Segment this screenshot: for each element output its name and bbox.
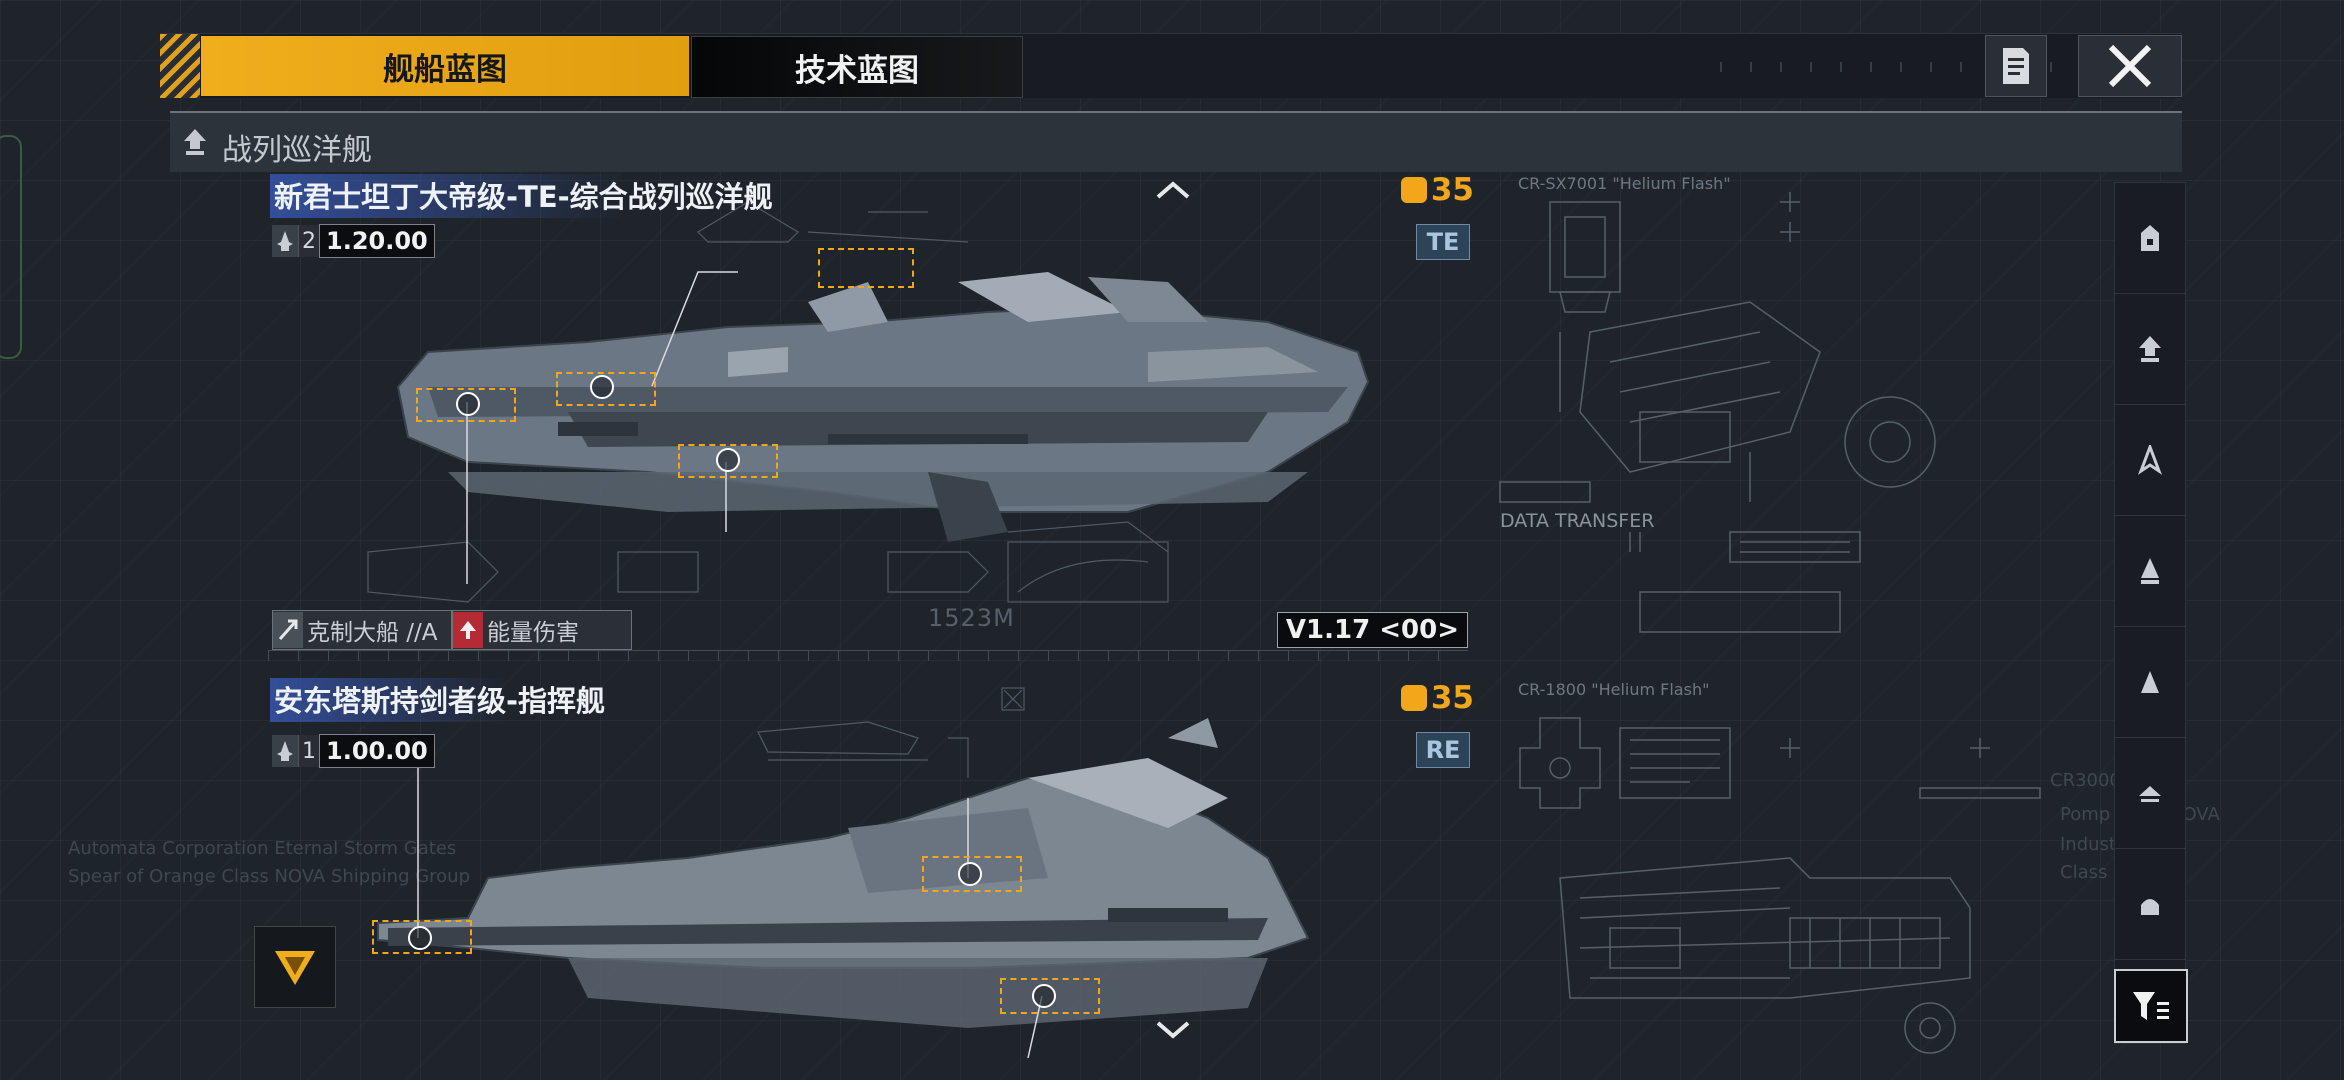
sidebar-item-battlecruiser[interactable] <box>2115 294 2185 405</box>
faint-text-3: CR3000 <box>2050 770 2121 791</box>
left-edge-panel <box>0 135 22 359</box>
faint-text-1: Automata Corporation Eternal Storm Gates <box>68 838 457 859</box>
ship-1-weapon-slot-left[interactable] <box>416 388 516 422</box>
ship-2-weapon-slot-left[interactable] <box>372 920 472 954</box>
sidebar-item-frigate[interactable] <box>2115 627 2185 738</box>
tab-tech-blueprint[interactable]: 技术蓝图 <box>691 36 1023 98</box>
ship-1-weapon-slot-low[interactable] <box>678 444 778 478</box>
notes-button[interactable] <box>1985 35 2047 97</box>
ship-1-version: 1.20.00 <box>319 224 435 258</box>
ship-1-length: 1523M <box>928 604 1015 632</box>
hazard-stripe <box>160 34 200 98</box>
document-icon <box>2003 48 2029 84</box>
cruiser-class-icon <box>2137 445 2163 475</box>
ship-class-sidebar <box>2114 182 2186 1044</box>
fleet-shortcut-button[interactable] <box>254 926 336 1008</box>
ship-1-weapon-slot-top[interactable] <box>818 248 914 288</box>
filter-button[interactable] <box>2114 969 2188 1043</box>
destroyer-class-icon <box>2141 558 2159 584</box>
ship-1-blueprint-version: V1.17 <00> <box>1276 612 1468 648</box>
battlecruiser-class-icon <box>184 129 206 155</box>
decor-ticks <box>1720 62 2120 72</box>
sidebar-item-destroyer[interactable] <box>2115 516 2185 627</box>
sidebar-item-cruiser[interactable] <box>2115 405 2185 516</box>
close-button[interactable] <box>2078 35 2182 97</box>
command-point-icon <box>1400 177 1427 203</box>
ship-1-hotspot-2[interactable] <box>590 375 614 399</box>
chevron-down-icon[interactable] <box>1155 1020 1191 1040</box>
tab-ship-blueprint[interactable]: 舰船蓝图 <box>201 36 689 96</box>
ship-1-hotspot-1[interactable] <box>456 392 480 416</box>
ship-2-cost-value: 35 <box>1430 680 1474 716</box>
blueprint-schematic-2 <box>1519 717 2041 1054</box>
trait-2-label: 能量伤害 <box>487 620 579 646</box>
ship-2-blueprint-sketch <box>377 687 1310 1059</box>
battlecruiser-class-icon <box>2139 336 2161 362</box>
energy-damage-icon <box>453 612 483 648</box>
ship-count-icon <box>272 225 298 257</box>
sidebar-item-aircraft[interactable] <box>2115 849 2185 960</box>
ship-1-cost: 35 <box>1400 172 1474 208</box>
blueprint-schematic-1 <box>1499 192 1936 633</box>
command-point-icon <box>1400 685 1427 711</box>
ship-2-count: 1 <box>298 735 319 767</box>
ship-card-1[interactable]: 新君士坦丁大帝级-TE-综合战列巡洋舰 2 1.20.00 35 TE 克制大船… <box>268 172 1474 662</box>
trait-energy-damage: 能量伤害 <box>452 610 632 650</box>
ship-1-cost-value: 35 <box>1430 172 1474 208</box>
blueprint-panel-2: CR-1800 "Helium Flash" <box>1490 678 2050 1080</box>
ship-1-badge: 2 1.20.00 <box>272 224 435 258</box>
ship-1-name: 新君士坦丁大帝级-TE-综合战列巡洋舰 <box>270 174 779 218</box>
trait-1-label: 克制大船 //A <box>307 620 438 646</box>
category-bar: 战列巡洋舰 <box>170 111 2182 172</box>
ship-1-count: 2 <box>298 225 319 257</box>
aircraft-class-icon <box>2141 899 2159 915</box>
frigate-class-icon <box>2141 671 2159 693</box>
ship-1-weapon-slot-mid[interactable] <box>556 372 656 406</box>
ship-2-hotspot-1[interactable] <box>408 926 432 950</box>
ship-2-cost: 35 <box>1400 680 1474 716</box>
ship-2-weapon-slot-top[interactable] <box>922 856 1022 892</box>
blueprint-label-2: CR-1800 "Helium Flash" <box>1518 680 1710 699</box>
trait-anti-capital: 克制大船 //A <box>272 610 452 650</box>
ship-2-name: 安东塔斯持剑者级-指挥舰 <box>270 678 612 722</box>
ship-2-type-tag: RE <box>1416 732 1470 768</box>
carrier-class-icon <box>2141 225 2159 251</box>
sidebar-item-carrier[interactable] <box>2115 183 2185 294</box>
ship-card-2[interactable]: 安东塔斯持剑者级-指挥舰 1 1.00.00 35 RE <box>268 678 1474 1080</box>
ship-2-badge: 1 1.00.00 <box>272 734 435 768</box>
top-bar: 舰船蓝图 技术蓝图 <box>160 33 2182 98</box>
ship-2-hotspot-3[interactable] <box>1032 984 1056 1008</box>
close-icon <box>2108 44 2152 88</box>
blueprint-panel-1: CR-SX7001 "Helium Flash" DATA TRANSFER <box>1490 172 2050 672</box>
ship-2-version: 1.00.00 <box>319 734 435 768</box>
ship-1-type-tag: TE <box>1416 224 1470 260</box>
anti-capital-icon <box>273 612 303 648</box>
triangle-emblem-icon <box>275 951 315 985</box>
ship-1-hotspot-3[interactable] <box>716 448 740 472</box>
filter-icon <box>2133 992 2169 1020</box>
data-transfer-label: DATA TRANSFER <box>1500 510 1655 532</box>
ship-2-hotspot-2[interactable] <box>958 862 982 886</box>
corvette-class-icon <box>2139 786 2161 802</box>
chevron-up-icon[interactable] <box>1155 180 1191 200</box>
ship-2-weapon-slot-low[interactable] <box>1000 978 1100 1014</box>
blueprint-label-1: CR-SX7001 "Helium Flash" <box>1518 174 1731 193</box>
scale-ruler <box>268 650 1468 661</box>
sidebar-item-corvette[interactable] <box>2115 738 2185 849</box>
faint-text-2: Spear of Orange Class NOVA Shipping Grou… <box>68 866 471 887</box>
ship-count-icon <box>272 735 298 767</box>
ship-1-blueprint-sketch <box>367 201 1370 603</box>
category-label: 战列巡洋舰 <box>222 133 372 168</box>
